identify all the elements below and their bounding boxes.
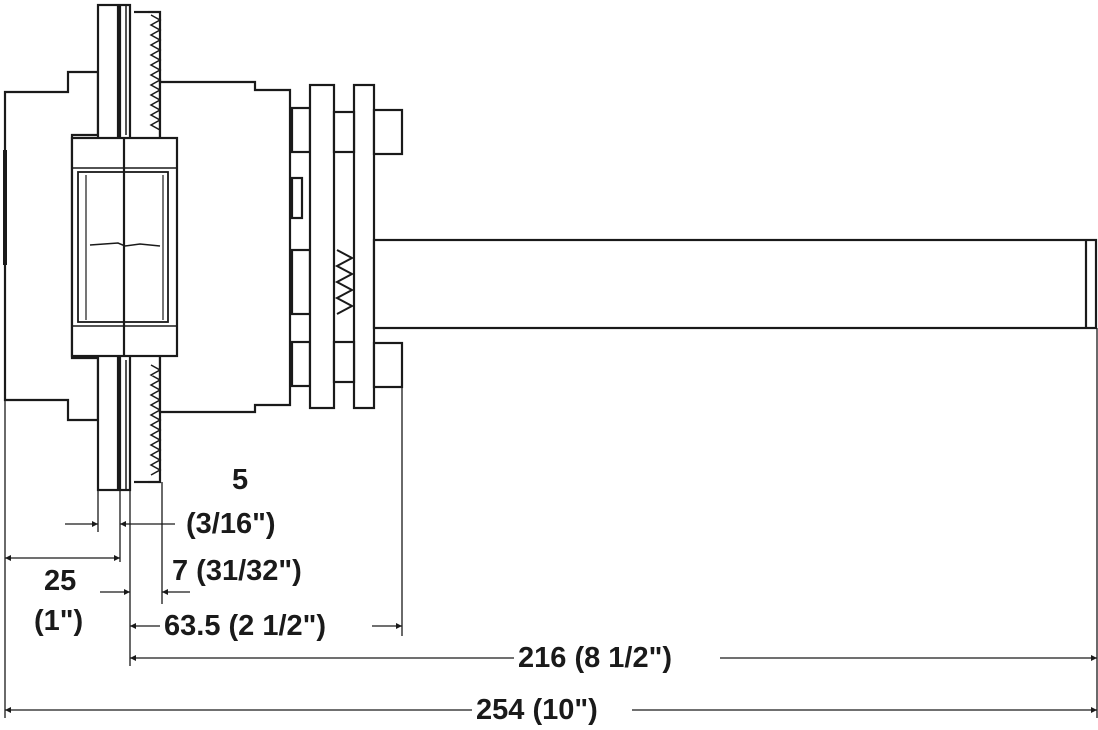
- dimension-63-5: 63.5 (2 1/2"): [162, 610, 329, 642]
- coil-spring: [334, 249, 355, 315]
- dimension-7: 7 (31/32"): [170, 555, 304, 587]
- right-flange-plate: [308, 83, 336, 410]
- bolt-top: [372, 108, 404, 156]
- hinge-arm: [372, 238, 1098, 330]
- barrel-body: [158, 80, 292, 414]
- dimension-5-value: 5: [230, 464, 251, 496]
- left-housing: [3, 70, 100, 422]
- dimension-5-inch: (3/16"): [184, 508, 278, 540]
- hinge-body: [3, 3, 1098, 492]
- dimension-254: 254 (10"): [474, 694, 600, 726]
- dimension-25-inch: (1"): [32, 605, 86, 637]
- dimension-lines: [4, 328, 1098, 718]
- bolt-bottom: [372, 341, 404, 389]
- dimension-216: 216 (8 1/2"): [516, 642, 675, 674]
- dimension-25-value: 25: [42, 565, 79, 597]
- right-flange-plate-outer: [352, 83, 376, 410]
